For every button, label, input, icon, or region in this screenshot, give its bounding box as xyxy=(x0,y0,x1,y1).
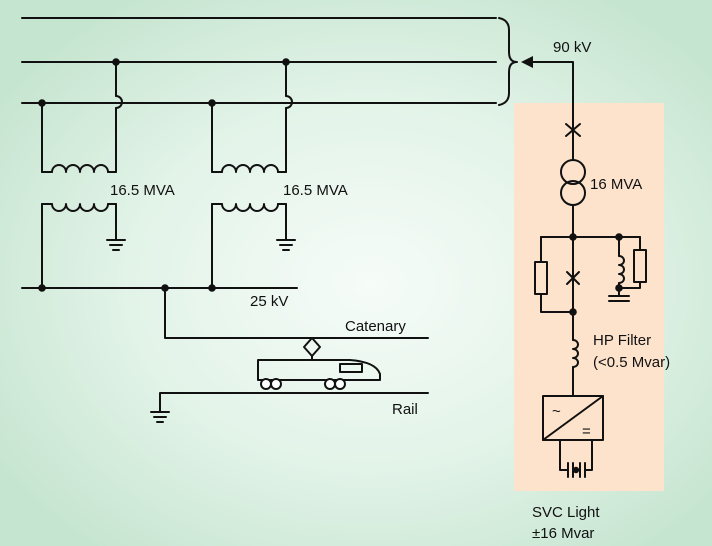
svc-transformer-label: 16 MVA xyxy=(590,176,642,193)
hv-busbars xyxy=(21,17,497,104)
dc-capacitor-bank xyxy=(559,439,593,478)
svc-name-label: SVC Light xyxy=(532,504,600,521)
catenary-label: Catenary xyxy=(345,318,406,335)
filter-name-label: HP Filter xyxy=(593,332,651,349)
traction-transformer-right xyxy=(208,58,296,289)
svc-panel xyxy=(514,103,664,491)
svc-rating-label: ±16 Mvar xyxy=(532,525,594,542)
series-reactor xyxy=(572,311,579,397)
ground-icon xyxy=(276,239,296,251)
converter-dc-symbol: = xyxy=(582,423,591,440)
breaker-icon xyxy=(565,111,581,161)
filter-rating-label: (<0.5 Mvar) xyxy=(593,354,670,371)
hv-bus-voltage-label: 90 kV xyxy=(553,39,591,56)
transformer-left-label: 16.5 MVA xyxy=(110,182,175,199)
secondary-winding-right xyxy=(221,203,279,212)
traction-transformer-left xyxy=(38,58,126,289)
mv-bus xyxy=(21,284,298,292)
rail-line xyxy=(159,392,429,413)
rail-label: Rail xyxy=(392,401,418,418)
mv-bus-voltage-label: 25 kV xyxy=(250,293,288,310)
secondary-winding-left xyxy=(51,203,109,212)
transformer-right-label: 16.5 MVA xyxy=(283,182,348,199)
svc-transformer-icon xyxy=(560,159,586,238)
converter-block xyxy=(542,395,604,441)
converter-ac-symbol: ~ xyxy=(552,403,561,420)
ground-icon xyxy=(150,411,170,423)
ground-icon xyxy=(106,239,126,251)
bypass-switch xyxy=(534,236,580,313)
feeder-arrow xyxy=(521,56,574,113)
primary-winding-left xyxy=(51,164,109,173)
catenary-line xyxy=(164,287,429,339)
primary-winding-right xyxy=(221,164,279,173)
train-icon xyxy=(257,359,381,390)
hp-filter xyxy=(608,236,647,302)
bus-brace xyxy=(498,17,518,106)
